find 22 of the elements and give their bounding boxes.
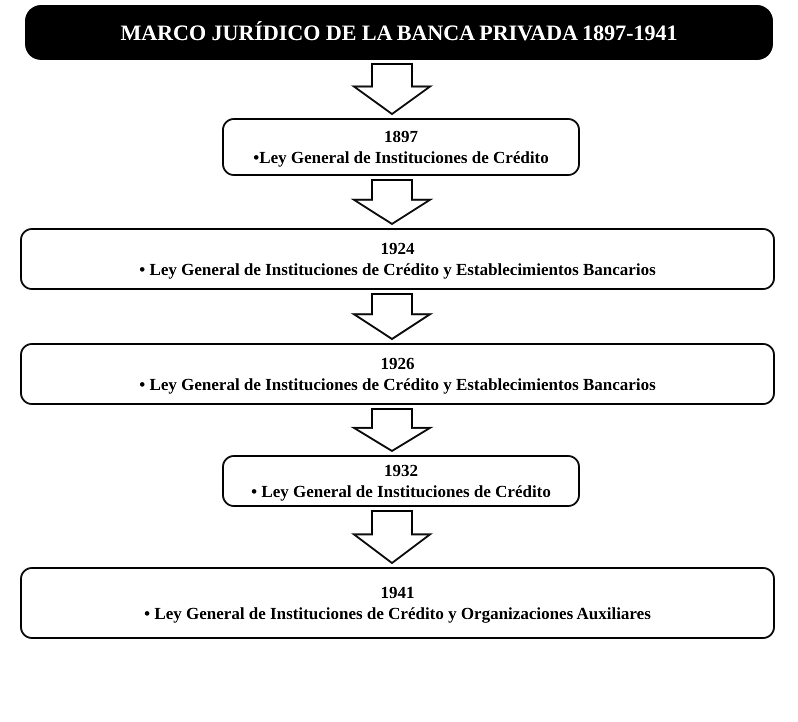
title-text: MARCO JURÍDICO DE LA BANCA PRIVADA 1897-1941 [120,18,678,46]
block-arrow [350,179,434,226]
law-text: • Ley General de Instituciones de Crédito y Establecimientos Bancarios [139,259,656,280]
year-text: 1926 [380,352,414,374]
block-arrow [351,510,433,564]
law-text: • Ley General de Instituciones de Crédito [251,481,551,502]
law-box [222,118,580,176]
law-text: •Ley General de Instituciones de Crédito [253,147,549,168]
block-arrow [350,63,434,116]
law-text: • Ley General de Instituciones de Crédito y Organizaciones Auxiliares [144,603,651,624]
law-box [20,343,775,405]
title-box [25,5,773,60]
block-arrow [350,293,434,340]
law-box [20,228,775,290]
year-text: 1924 [380,238,414,259]
law-box [222,455,580,507]
year-text: 1941 [380,582,414,603]
block-arrow [350,408,434,452]
law-text: • Ley General de Instituciones de Crédito y Establecimientos Bancarios [139,374,656,396]
year-text: 1897 [384,126,418,147]
year-text: 1932 [384,460,418,481]
law-box [20,567,775,639]
